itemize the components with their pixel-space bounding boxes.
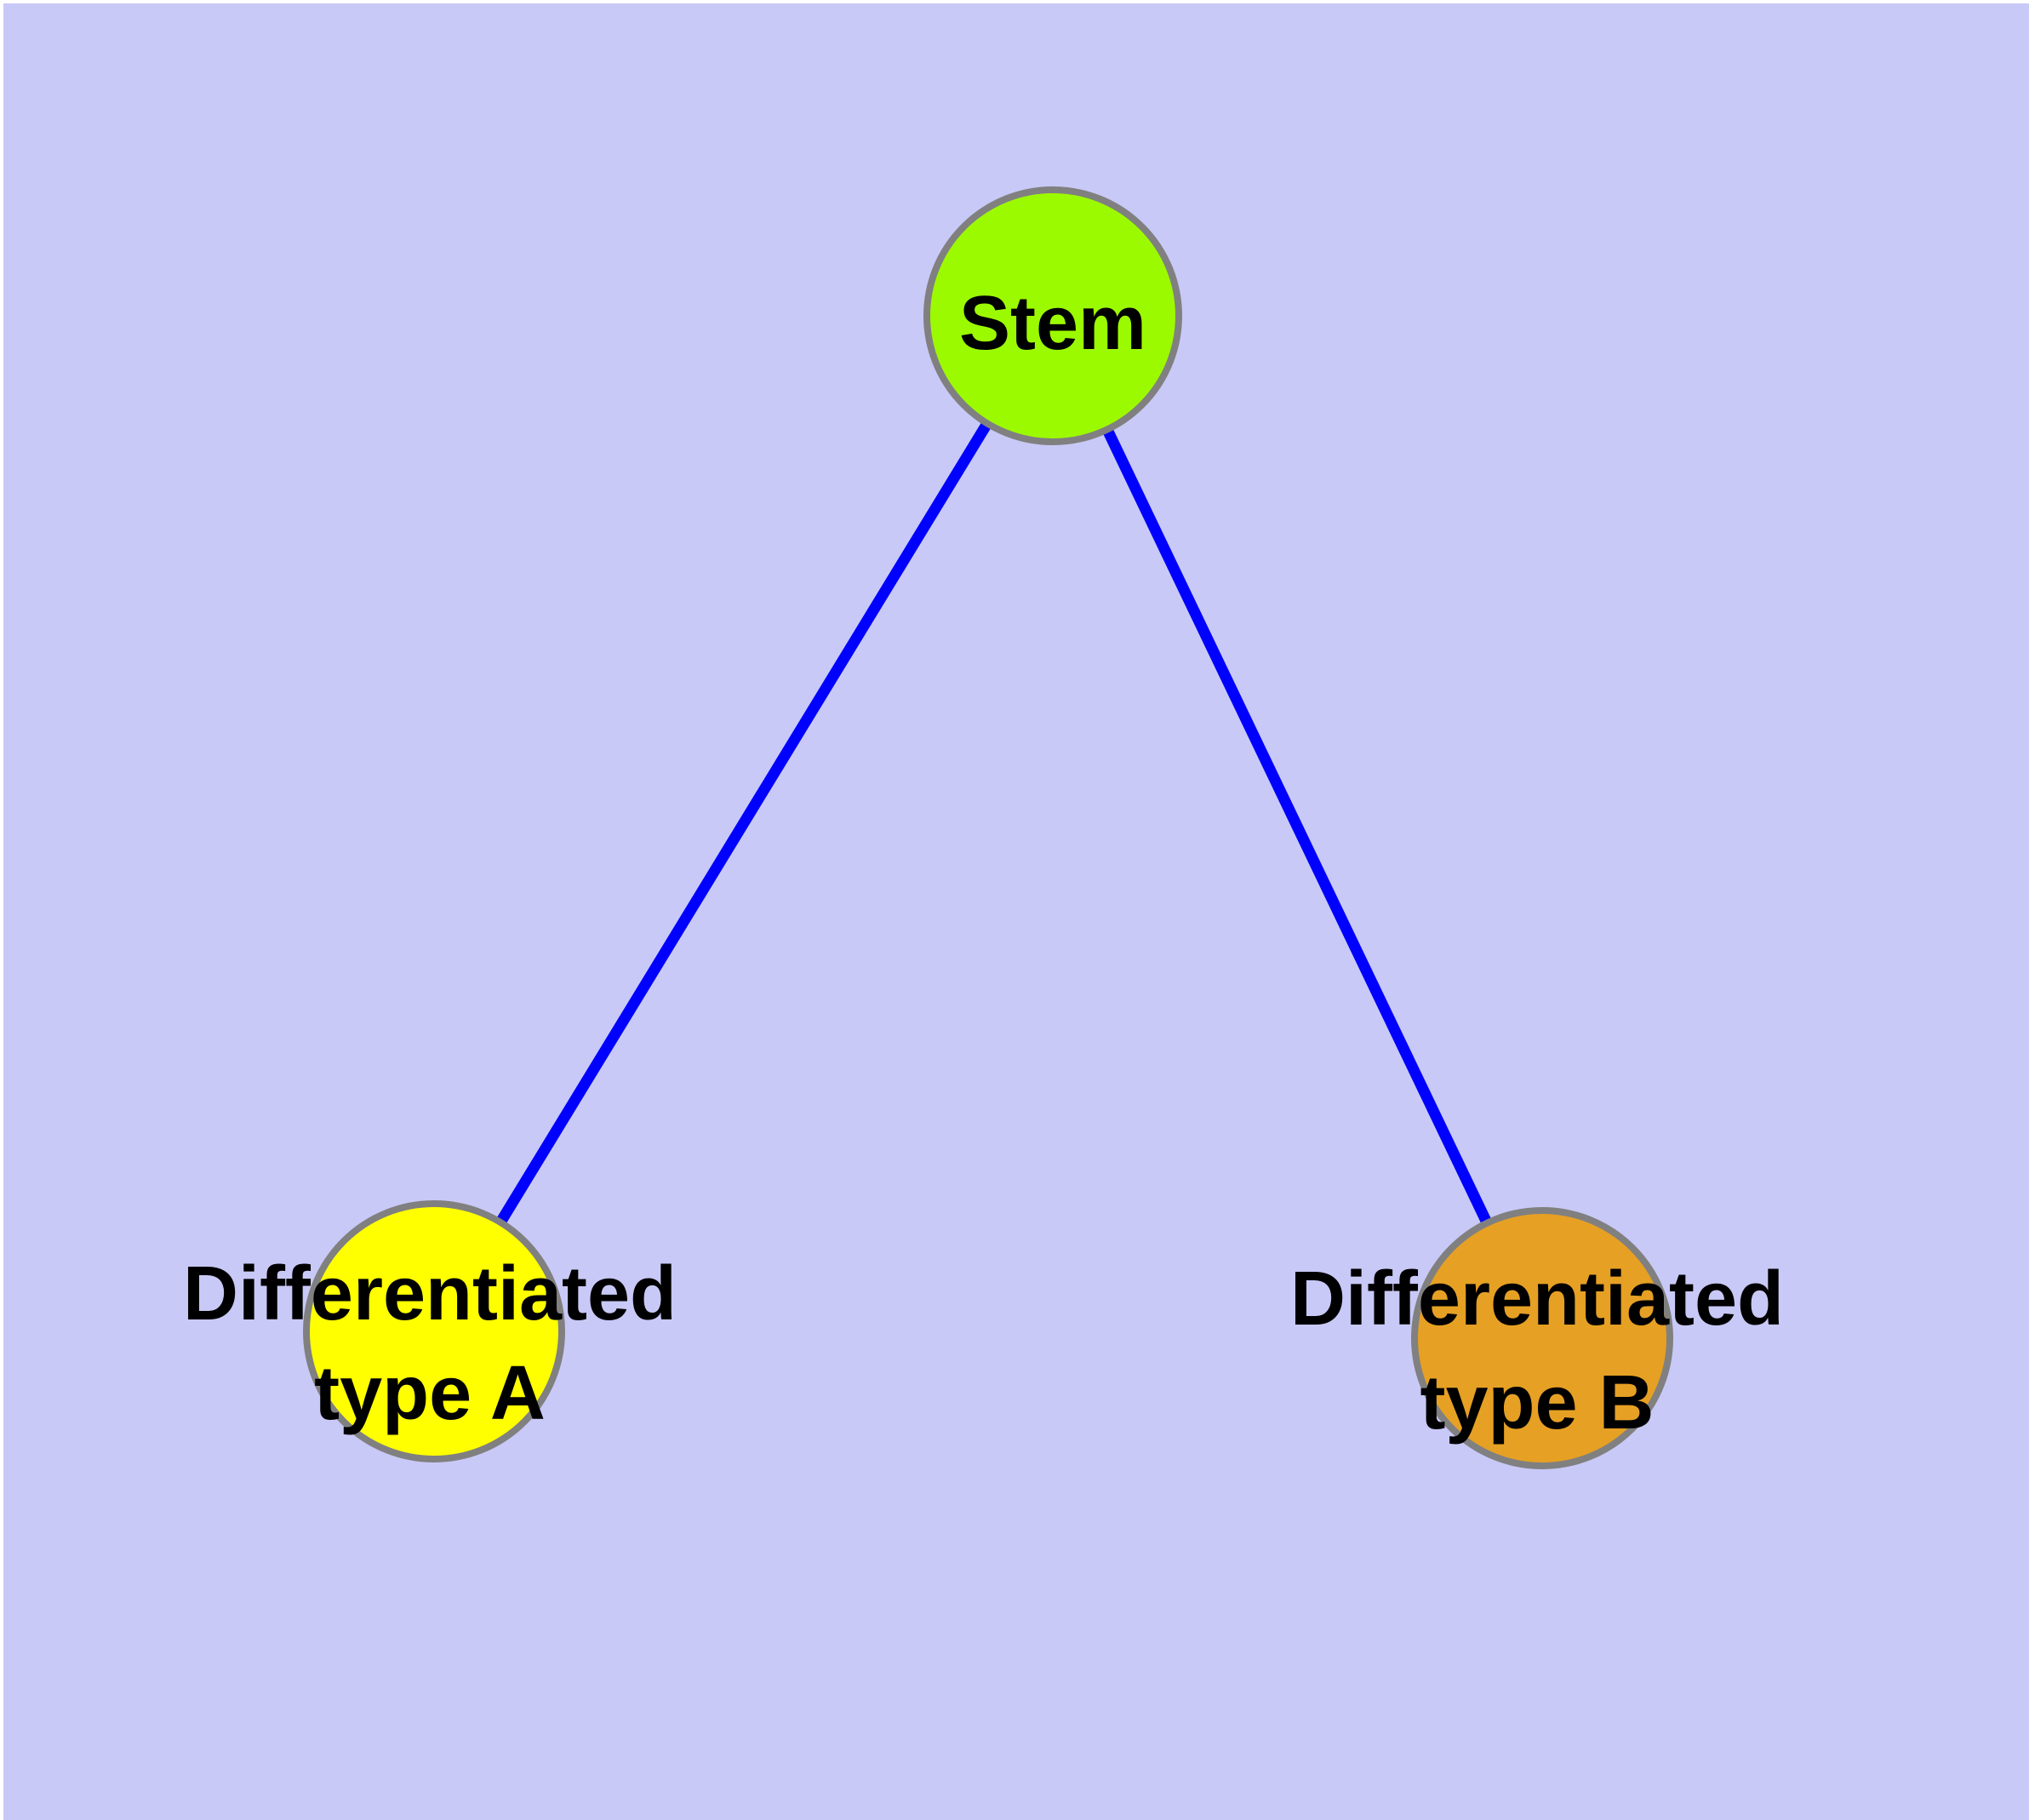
stem-node xyxy=(923,186,1182,445)
edge-stem-to-type-a xyxy=(429,312,1058,1335)
type-a-node-label-line2: type A xyxy=(314,1351,546,1436)
type-b-node xyxy=(1411,1207,1673,1469)
graph-svg: Stem Differentiated type A Differentiate… xyxy=(3,3,2029,1820)
type-b-node-label-line1: Differentiated xyxy=(1290,1256,1784,1342)
stem-node-label: Stem xyxy=(959,281,1146,366)
type-a-node xyxy=(303,1200,565,1462)
type-a-node-label-line1: Differentiated xyxy=(183,1251,677,1336)
diagram-canvas: Stem Differentiated type A Differentiate… xyxy=(3,3,2029,1820)
edge-stem-to-type-b xyxy=(1048,313,1547,1341)
type-b-node-label-line2: type B xyxy=(1420,1360,1654,1445)
